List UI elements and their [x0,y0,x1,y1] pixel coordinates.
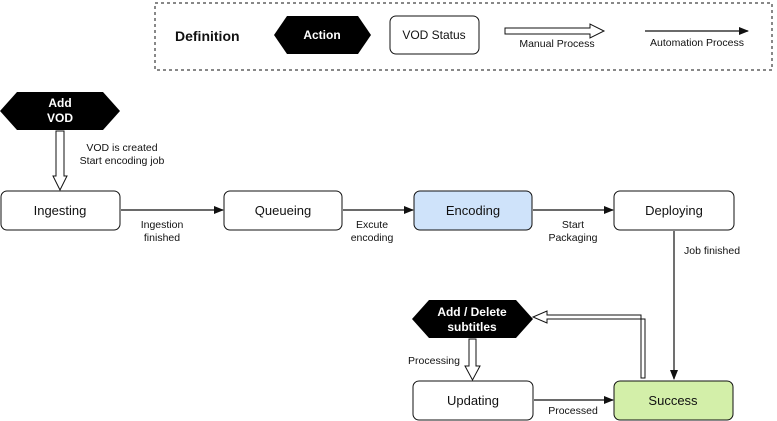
subtitles-label-line1: Add / Delete [437,305,507,319]
ingesting-box [0,190,121,231]
status-updating: Updating [412,380,534,421]
action-add-delete-subtitles: Add / Delete subtitles [412,300,533,338]
label-processed: Processed [548,405,598,417]
manual-arrow-success-to-subtitles [531,310,646,379]
legend-action-label: Action [303,28,340,42]
success-label: Success [648,393,698,408]
legend-title: Definition [175,28,240,44]
deploying-box [613,190,735,231]
subtitles-label-line2: subtitles [447,320,497,334]
legend-status-shape [389,15,480,55]
success-box [613,380,734,421]
label-vod-created-line2: Start encoding job [80,155,165,167]
label-start-packaging-line2: Packaging [548,232,597,244]
manual-arrow-subtitles-to-updating [464,338,481,382]
queueing-box [223,190,343,231]
encoding-label: Encoding [446,203,500,218]
manual-arrow-add-vod-to-ingesting [52,130,68,192]
label-start-packaging-line1: Start [562,219,584,231]
add-vod-shape [0,92,120,130]
legend: Definition Action VOD Status Manual Proc… [154,2,773,71]
updating-box [412,380,534,421]
legend-manual-label: Manual Process [519,38,594,50]
label-execute-encoding-line2: encoding [351,232,394,244]
label-ingestion-finished-line2: finished [144,232,180,244]
status-queueing: Queueing [223,190,343,231]
add-delete-subtitles-shape [412,300,533,338]
label-ingestion-finished-line1: Ingestion [141,219,184,231]
legend-frame [154,2,773,71]
ingesting-label: Ingesting [34,203,87,218]
add-vod-label-line1: Add [48,96,71,110]
label-job-finished: Job finished [684,245,740,257]
legend-manual-arrow [504,23,606,39]
legend-status-label: VOD Status [402,28,465,42]
queueing-label: Queueing [255,203,311,218]
legend-action-shape [274,16,371,54]
status-encoding: Encoding [413,190,533,231]
add-vod-label-line2: VOD [47,111,73,125]
status-deploying: Deploying [613,190,735,231]
label-execute-encoding-line1: Excute [356,219,388,231]
label-processing: Processing [408,355,460,367]
action-add-vod: Add VOD [0,92,120,130]
status-success: Success [613,380,734,421]
status-ingesting: Ingesting [0,190,121,231]
deploying-label: Deploying [645,203,703,218]
label-vod-created-line1: VOD is created [86,142,157,154]
updating-label: Updating [447,393,499,408]
encoding-box [413,190,533,231]
legend-automation-label: Automation Process [650,37,744,49]
